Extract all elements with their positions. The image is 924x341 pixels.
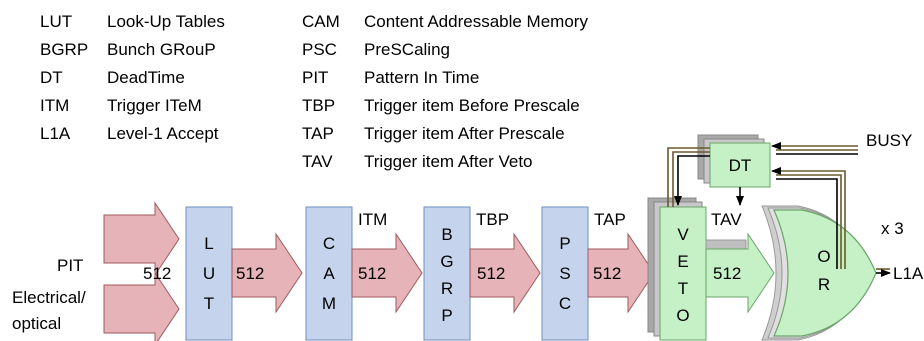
or-gate: [773, 209, 877, 337]
cam-letter: M: [322, 294, 336, 313]
dt-to-veto-line: [667, 147, 710, 207]
glossary-abbr-itm: ITM: [40, 96, 69, 115]
feedback-line: [771, 167, 846, 269]
veto-block: [659, 206, 707, 341]
glossary-abbr-dt: DT: [40, 68, 63, 87]
arrow-width-label: 512: [358, 264, 386, 283]
glossary-abbr-psc: PSC: [302, 40, 337, 59]
lut-letter: T: [204, 294, 214, 313]
feedback-line: [776, 178, 838, 269]
glossary-abbr-tap: TAP: [302, 124, 334, 143]
glossary-def-psc: PreSCaling: [364, 40, 450, 59]
or-letter: O: [817, 247, 830, 266]
tbp-signal-label: TBP: [476, 210, 509, 229]
arrow-cam-to-bgrp: [351, 232, 423, 314]
arrow-width-label: 512: [477, 264, 505, 283]
bgrp-letter: P: [441, 306, 452, 325]
electrical-input-label-1: Electrical/: [12, 288, 86, 307]
veto-letter: O: [676, 306, 689, 325]
glossary-def-lut: Look-Up Tables: [107, 12, 225, 31]
busy-signal-label: BUSY: [866, 131, 912, 150]
input-arrow-electrical: [103, 271, 180, 341]
glossary-def-l1a: Level-1 Accept: [107, 124, 219, 143]
input-width-label: 512: [143, 264, 171, 283]
glossary-def-pit: Pattern In Time: [364, 68, 479, 87]
dt-to-veto-line: [674, 155, 710, 206]
itm-signal-label: ITM: [358, 210, 387, 229]
dt-to-veto-line: [672, 151, 710, 207]
arrow-width-label: 512: [236, 264, 264, 283]
psc-block: [541, 206, 589, 341]
glossary-def-cam: Content Addressable Memory: [364, 12, 588, 31]
glossary-abbr-l1a: L1A: [40, 124, 71, 143]
cam-letter: C: [323, 234, 335, 253]
glossary-right: CAM Content Addressable Memory PSC PreSC…: [302, 12, 588, 171]
dt-block: [709, 142, 771, 188]
cam-block: [305, 206, 353, 341]
bgrp-letter: R: [441, 279, 453, 298]
glossary-def-dt: DeadTime: [107, 68, 185, 87]
glossary-def-itm: Trigger ITeM: [107, 96, 202, 115]
glossary-def-tbp: Trigger item Before Prescale: [364, 96, 580, 115]
glossary-abbr-lut: LUT: [40, 12, 72, 31]
psc-letter: P: [559, 234, 570, 253]
glossary-abbr-cam: CAM: [302, 12, 340, 31]
glossary-def-bgrp: Bunch GRouP: [107, 40, 216, 59]
veto-letter: E: [677, 252, 688, 271]
l1a-signal-label: L1A: [893, 264, 924, 283]
veto-letter: V: [677, 225, 689, 244]
glossary-abbr-tav: TAV: [302, 152, 333, 171]
psc-letter: C: [559, 294, 571, 313]
cam-letter: A: [323, 264, 335, 283]
arrow-lut-to-cam: [231, 232, 303, 314]
glossary-abbr-pit: PIT: [302, 68, 328, 87]
psc-letter: S: [559, 264, 570, 283]
glossary-def-tap: Trigger item After Prescale: [364, 124, 565, 143]
input-arrow-pit: [103, 201, 180, 277]
tap-signal-label: TAP: [594, 210, 626, 229]
glossary-def-tav: Trigger item After Veto: [364, 152, 533, 171]
bgrp-letter: G: [440, 252, 453, 271]
arrow-width-label: 512: [713, 264, 741, 283]
lut-letter: L: [204, 234, 213, 253]
dt-label: DT: [729, 156, 752, 175]
control-lines: [667, 142, 891, 277]
electrical-input-label-2: optical: [12, 314, 61, 333]
lut-letter: U: [203, 264, 215, 283]
feedback-line: [776, 174, 842, 269]
lut-block: [185, 206, 233, 341]
glossary-left: LUT Look-Up Tables BGRP Bunch GRouP DT D…: [40, 12, 225, 143]
pit-input-label: PIT: [57, 256, 83, 275]
arrow-veto-to-or: [705, 232, 775, 314]
tav-signal-label: TAV: [711, 210, 742, 229]
glossary-abbr-bgrp: BGRP: [40, 40, 88, 59]
or-letter: R: [818, 275, 830, 294]
bgrp-letter: B: [441, 225, 452, 244]
multiplicity-label: x 3: [881, 219, 904, 238]
glossary-abbr-tbp: TBP: [302, 96, 335, 115]
veto-letter: T: [678, 279, 688, 298]
arrow-psc-to-veto: [587, 232, 655, 314]
arrow-width-label: 512: [593, 264, 621, 283]
arrow-bgrp-to-psc: [469, 232, 541, 314]
